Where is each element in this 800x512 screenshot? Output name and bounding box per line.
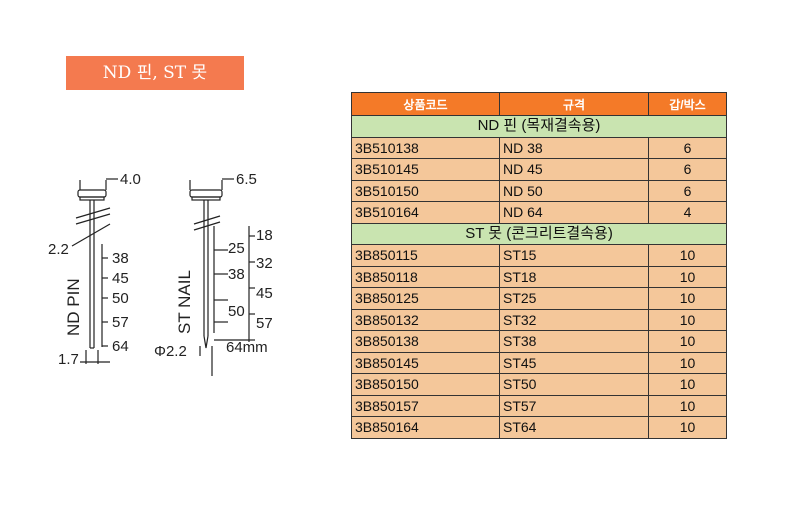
product-code-cell: 3B850118	[351, 265, 500, 288]
product-code-cell: 3B510145	[351, 158, 500, 181]
st-length-38: 38	[228, 266, 245, 283]
header-spec: 규격	[499, 92, 649, 116]
spec-cell: ND 38	[499, 136, 649, 159]
qty-cell: 10	[648, 394, 727, 417]
product-code-cell: 3B850157	[351, 394, 500, 417]
product-code-cell: 3B510138	[351, 136, 500, 159]
qty-cell: 6	[648, 179, 727, 202]
spec-cell: ST45	[499, 351, 649, 374]
spec-cell: ST57	[499, 394, 649, 417]
spec-cell: ST32	[499, 308, 649, 331]
qty-cell: 10	[648, 373, 727, 396]
st-length-45: 45	[256, 285, 273, 302]
nd-length-57: 57	[112, 314, 129, 331]
st-head-width: 6.5	[236, 171, 257, 188]
section-title: ND 핀 (목재결속용)	[351, 115, 727, 138]
section-header-row: ND 핀 (목재결속용)	[351, 115, 727, 138]
qty-cell: 10	[648, 351, 727, 374]
st-length-57: 57	[256, 315, 273, 332]
qty-cell: 10	[648, 416, 727, 439]
nd-pin-drawing	[71, 178, 118, 364]
product-code-cell: 3B850132	[351, 308, 500, 331]
nd-length-45: 45	[112, 270, 129, 287]
section-title: ST 못 (콘크리트결속용)	[351, 222, 727, 245]
qty-cell: 10	[648, 308, 727, 331]
section-header-row: ST 못 (콘크리트결속용)	[351, 222, 727, 245]
product-code-cell: 3B850164	[351, 416, 500, 439]
nd-length-38: 38	[112, 250, 129, 267]
nail-dimension-diagram: 4.0 2.2 38 45 50 57 64 1.7 ND PIN 6.5 18…	[48, 171, 273, 376]
qty-cell: 6	[648, 136, 727, 159]
nd-length-50: 50	[112, 290, 129, 307]
product-code-cell: 3B850145	[351, 351, 500, 374]
nd-pin-label: ND PIN	[64, 278, 83, 336]
spec-cell: ND 50	[499, 179, 649, 202]
qty-cell: 10	[648, 287, 727, 310]
spec-cell: ST15	[499, 244, 649, 267]
spec-cell: ST50	[499, 373, 649, 396]
nd-length-64: 64	[112, 338, 129, 355]
st-length-18: 18	[256, 227, 273, 244]
table-header-row: 상품코드 규격 갑/박스	[351, 92, 727, 116]
spec-cell: ST64	[499, 416, 649, 439]
qty-cell: 4	[648, 201, 727, 224]
st-length-32: 32	[256, 255, 273, 272]
st-nail-label: ST NAIL	[175, 270, 194, 334]
st-length-25: 25	[228, 240, 245, 257]
product-code-cell: 3B510164	[351, 201, 500, 224]
st-length-50: 50	[228, 303, 245, 320]
qty-cell: 6	[648, 158, 727, 181]
page-title: ND 핀, ST 못	[66, 56, 244, 90]
nd-shank-dia: 2.2	[48, 241, 69, 258]
product-code-cell: 3B510150	[351, 179, 500, 202]
product-code-cell: 3B850138	[351, 330, 500, 353]
spec-cell: ST25	[499, 287, 649, 310]
product-code-cell: 3B850150	[351, 373, 500, 396]
qty-cell: 10	[648, 244, 727, 267]
st-nail-drawing	[189, 178, 255, 376]
product-code-cell: 3B850125	[351, 287, 500, 310]
product-code-cell: 3B850115	[351, 244, 500, 267]
qty-cell: 10	[648, 265, 727, 288]
spec-cell: ND 64	[499, 201, 649, 224]
st-shank-dia: Φ2.2	[154, 343, 187, 360]
spec-cell: ST18	[499, 265, 649, 288]
header-product-code: 상품코드	[351, 92, 500, 116]
qty-cell: 10	[648, 330, 727, 353]
header-qty-per-box: 갑/박스	[648, 92, 727, 116]
spec-cell: ND 45	[499, 158, 649, 181]
nd-bottom-width: 1.7	[58, 351, 79, 368]
st-length-64mm: 64mm	[226, 339, 268, 356]
spec-cell: ST38	[499, 330, 649, 353]
nd-head-width: 4.0	[120, 171, 141, 188]
